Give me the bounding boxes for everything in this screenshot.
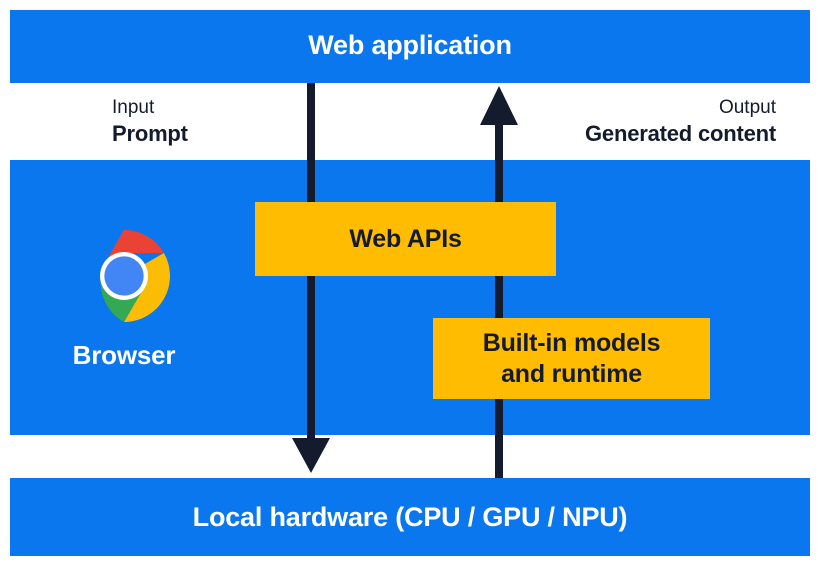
box-web-apis[interactable]: Web APIs — [255, 202, 556, 276]
arrow-down-icon — [292, 83, 330, 473]
browser-label: Browser — [72, 340, 176, 370]
output-value-text: Generated content — [585, 121, 776, 147]
local-hardware-title: Local hardware (CPU / GPU / NPU) — [192, 502, 628, 532]
web-apis-label: Web APIs — [349, 224, 462, 253]
output-flow-label: Output Generated content — [585, 96, 776, 148]
builtin-models-line-1: Built-in models — [482, 329, 661, 357]
input-kind-text: Input — [112, 97, 155, 118]
chrome-logo-icon — [100, 229, 171, 323]
band-web-application: Web application — [10, 10, 810, 83]
input-value-text: Prompt — [112, 121, 188, 147]
box-builtin-models[interactable]: Built-in models and runtime — [433, 318, 710, 399]
web-application-title: Web application — [308, 30, 512, 60]
builtin-models-line-2: and runtime — [501, 359, 642, 388]
band-local-hardware: Local hardware (CPU / GPU / NPU) — [10, 478, 810, 556]
input-flow-label: Input Prompt — [112, 96, 188, 148]
browser-block: Browser — [54, 228, 194, 371]
arrow-up-icon — [480, 86, 518, 478]
output-kind-text: Output — [718, 97, 776, 118]
builtin-models-label: Built-in models and runtime — [483, 328, 661, 389]
